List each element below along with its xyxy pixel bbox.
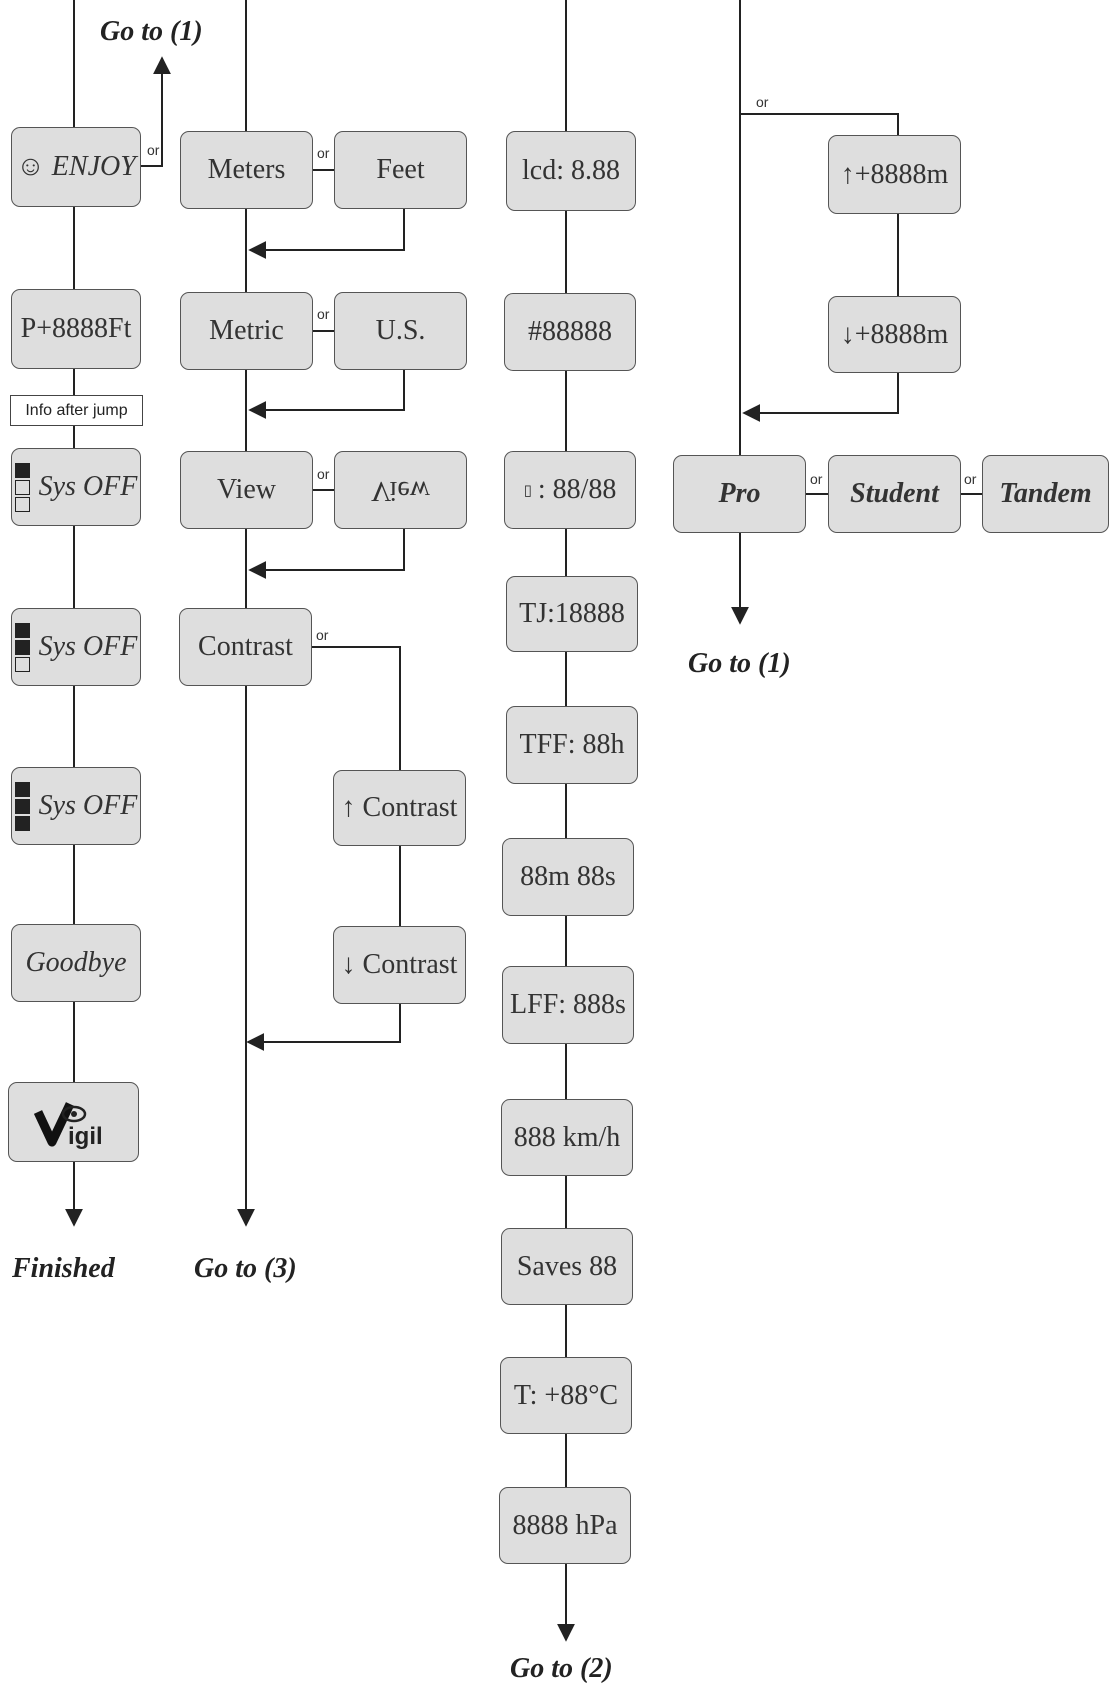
sys-off-box-2: Sys OFF	[11, 608, 141, 686]
or-label: or	[147, 142, 160, 158]
saves-box: Saves 88	[501, 1228, 633, 1305]
vigil-logo-box: igil	[8, 1082, 139, 1162]
goto-1-label-bottom: Go to (1)	[688, 648, 791, 679]
temperature-box: T: +88°C	[500, 1357, 632, 1434]
metric-box: Metric	[180, 292, 313, 370]
contrast-down-box: ↓ Contrast	[333, 926, 466, 1004]
battery-level-icon	[14, 781, 30, 832]
view-box: View	[180, 451, 313, 529]
us-box: U.S.	[334, 292, 467, 370]
battery-level-icon	[14, 462, 30, 513]
goto-3-label: Go to (3)	[194, 1253, 297, 1284]
pressure-ft-box: P+8888Ft	[11, 289, 141, 369]
tandem-box: Tandem	[982, 455, 1109, 533]
svg-text:igil: igil	[68, 1123, 103, 1150]
or-label: or	[810, 471, 823, 487]
sys-off-label: Sys OFF	[38, 631, 138, 662]
meters-box: Meters	[180, 131, 313, 209]
jump-number-box: #88888	[504, 293, 636, 371]
info-after-jump-note: Info after jump	[10, 395, 143, 426]
sys-off-label: Sys OFF	[38, 790, 138, 821]
total-freefall-box: TFF: 88h	[506, 706, 638, 784]
or-label: or	[964, 471, 977, 487]
last-freefall-box: LFF: 888s	[502, 966, 634, 1044]
or-label: or	[317, 306, 330, 322]
goto-2-label: Go to (2)	[510, 1653, 613, 1684]
speed-box: 888 km/h	[501, 1099, 633, 1176]
altitude-down-box: ↓+8888m	[828, 296, 961, 373]
goodbye-box: Goodbye	[11, 924, 141, 1002]
sys-off-label: Sys OFF	[38, 471, 138, 502]
pro-box: Pro	[673, 455, 806, 533]
time-box: 88m 88s	[502, 838, 634, 916]
enjoy-box: ☺ ENJOY	[11, 127, 141, 207]
contrast-box: Contrast	[179, 608, 312, 686]
vigil-logo: igil	[33, 1102, 103, 1150]
battery-icon: ▯	[523, 482, 532, 499]
lcd-box: lcd: 8.88	[506, 131, 636, 211]
feet-box: Feet	[334, 131, 467, 209]
or-label: or	[317, 466, 330, 482]
view-flipped-box: View	[334, 451, 467, 529]
finished-label: Finished	[12, 1253, 115, 1284]
sys-off-box-3: Sys OFF	[11, 767, 141, 845]
or-label: or	[316, 627, 329, 643]
altitude-up-box: ↑+8888m	[828, 135, 961, 214]
total-jumps-box: TJ:18888	[506, 576, 638, 652]
pressure-hpa-box: 8888 hPa	[499, 1487, 631, 1564]
sys-off-box-1: Sys OFF	[11, 448, 141, 526]
view-flipped-label: View	[371, 475, 430, 506]
contrast-up-box: ↑ Contrast	[333, 770, 466, 846]
battery-level-icon	[14, 622, 30, 673]
or-label: or	[756, 94, 769, 110]
student-box: Student	[828, 455, 961, 533]
or-label: or	[317, 145, 330, 161]
goto-1-label-top: Go to (1)	[100, 16, 203, 47]
battery-box: ▯ : 88/88	[504, 451, 636, 529]
battery-value: : 88/88	[537, 474, 617, 505]
